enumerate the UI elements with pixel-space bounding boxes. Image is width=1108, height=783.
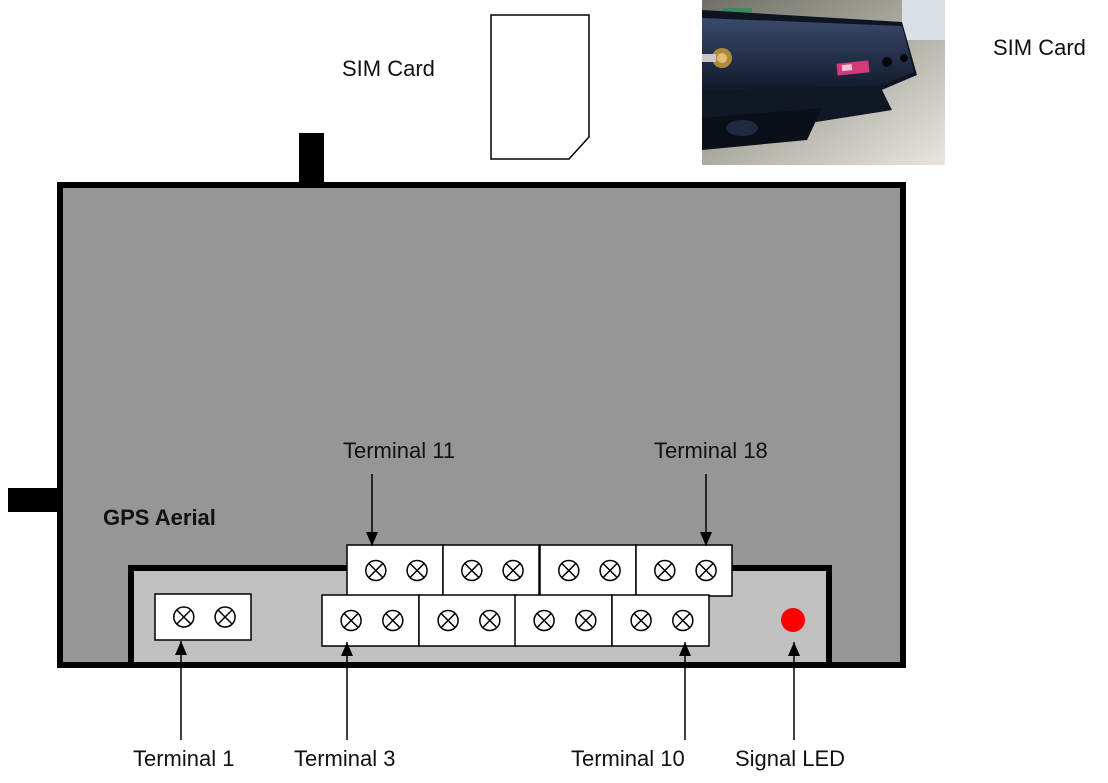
screw-terminal-icon [406, 559, 428, 582]
arrow-terminal-3 [341, 642, 353, 740]
terminal-block-lower [418, 594, 517, 647]
gps-aerial-label: GPS Aerial [103, 505, 216, 530]
screw-terminal-icon [599, 559, 621, 582]
sim-card-photo-label: SIM Card [993, 35, 1086, 60]
arrow-terminal-11 [366, 474, 378, 546]
signal-led [781, 608, 805, 632]
arrow-terminal-10 [679, 642, 691, 740]
screw-terminal-icon [214, 606, 236, 628]
screw-terminal-icon [461, 559, 483, 582]
terminal-10-label: Terminal 10 [571, 746, 685, 771]
screw-terminal-icon [479, 609, 501, 632]
terminal-block-upper [539, 544, 637, 597]
signal-led-label: Signal LED [735, 746, 846, 771]
screw-terminal-icon [437, 609, 459, 632]
terminal-blocks [154, 544, 733, 647]
screw-terminal-icon [672, 609, 694, 632]
device-photo [702, 0, 945, 165]
arrow-terminal-18 [700, 474, 712, 546]
terminal-block-upper [442, 544, 540, 597]
screw-terminal-icon [533, 609, 555, 632]
terminal-11-label: Terminal 11 [343, 438, 456, 463]
screw-terminal-icon [173, 606, 195, 628]
screw-terminal-icon [382, 609, 404, 632]
sim-card-label: SIM Card [342, 56, 435, 81]
terminal-arrows [175, 474, 800, 740]
terminal-block-lower [611, 594, 710, 647]
terminal-3-label: Terminal 3 [294, 746, 396, 771]
terminal-block-1 [154, 593, 252, 641]
screw-terminal-icon [502, 559, 524, 582]
terminal-block-upper [346, 544, 444, 597]
screw-terminal-icon [630, 609, 652, 632]
terminal-1-label: Terminal 1 [133, 746, 235, 771]
screw-terminal-icon [558, 559, 580, 582]
terminal-18-label: Terminal 18 [654, 438, 768, 463]
screw-terminal-icon [340, 609, 362, 632]
screw-terminal-icon [575, 609, 597, 632]
terminal-block-lower [321, 594, 420, 647]
arrow-terminal-1 [175, 641, 187, 740]
top-aerial-stub [299, 133, 324, 185]
terminal-block-lower [514, 594, 613, 647]
sim-card-outline [490, 14, 590, 160]
screw-terminal-icon [654, 559, 676, 582]
screw-terminal-icon [365, 559, 387, 582]
terminal-block-upper [635, 544, 733, 597]
gps-aerial-stub [8, 488, 60, 512]
screw-terminal-icon [695, 559, 717, 582]
arrow-signal-led [788, 642, 800, 740]
